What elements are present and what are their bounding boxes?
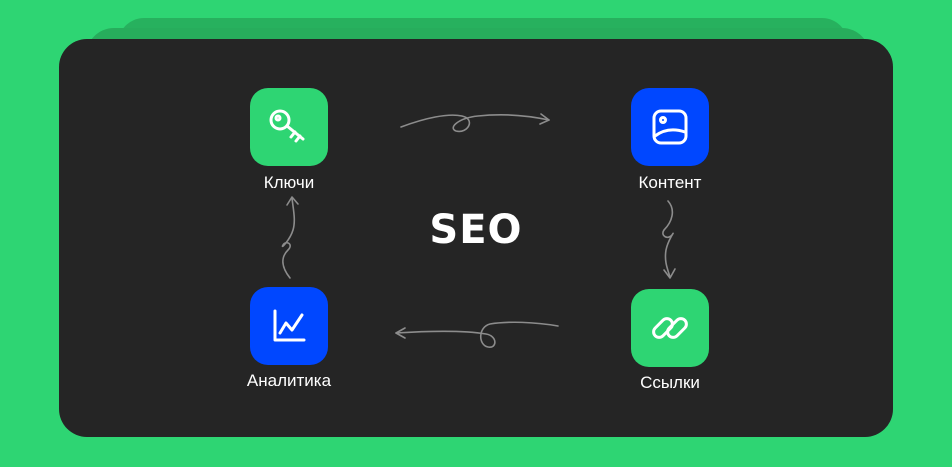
arrow-links-to-analytics-head bbox=[395, 327, 406, 339]
arrow-content-to-links-head bbox=[663, 268, 676, 279]
key-icon bbox=[269, 109, 305, 143]
node-content-tile bbox=[631, 88, 709, 166]
link-icon bbox=[652, 317, 688, 339]
node-analytics-label: Аналитика bbox=[246, 371, 332, 390]
node-links-tile bbox=[631, 289, 709, 367]
diagram-card bbox=[59, 39, 893, 437]
arrow-analytics-to-keys-head bbox=[286, 196, 299, 206]
diagram-title: SEO bbox=[429, 207, 523, 253]
arrow-keys-to-content bbox=[400, 114, 550, 133]
arrow-links-to-analytics bbox=[395, 321, 559, 348]
node-keys-label: Ключи bbox=[263, 173, 315, 192]
image-icon bbox=[652, 109, 688, 145]
chart-line-icon bbox=[273, 309, 306, 342]
node-links-label: Ссылки bbox=[640, 373, 700, 392]
arrow-keys-to-content-head bbox=[539, 113, 550, 125]
arrow-analytics-to-keys bbox=[281, 197, 296, 279]
node-analytics-tile bbox=[250, 287, 328, 365]
node-content-label: Контент bbox=[638, 173, 702, 192]
node-keys-tile bbox=[250, 88, 328, 166]
arrow-content-to-links bbox=[662, 200, 674, 278]
